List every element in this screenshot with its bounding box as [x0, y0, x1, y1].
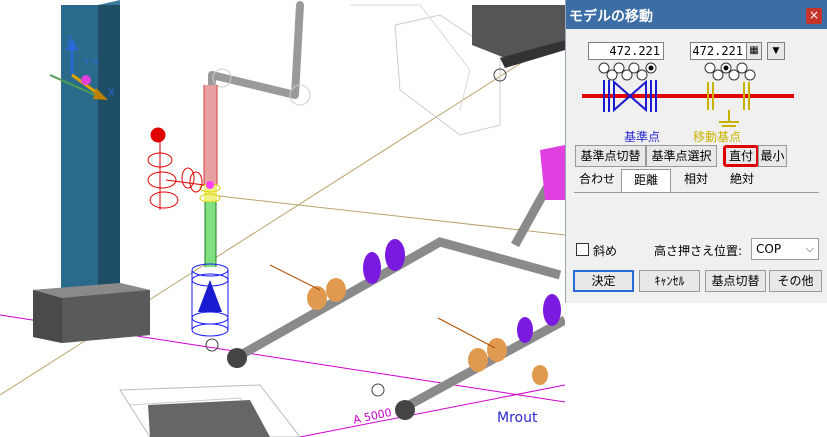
oblique-checkbox[interactable] [576, 243, 589, 256]
base-point-diagram[interactable] [574, 60, 814, 130]
tab-panel [574, 192, 819, 257]
close-icon[interactable]: × [806, 8, 822, 24]
chevron-down-icon[interactable]: ▼ [767, 42, 785, 60]
axis-z-label: Z [66, 35, 73, 46]
tab-relative[interactable]: 相対 [683, 172, 708, 186]
oblique-label: 斜め [593, 244, 618, 258]
move-point-radios[interactable] [704, 62, 756, 81]
move-base-point-label: 移動基点 [693, 130, 742, 144]
dialog-titlebar[interactable]: モデルの移動 × [566, 0, 827, 29]
cad-3d-viewport[interactable]: Z Y N X A 5000 Mrout [0, 0, 565, 437]
height-position-value: COP [756, 242, 782, 256]
mrout-annotation: Mrout [497, 410, 538, 426]
base-point-radios[interactable] [598, 62, 657, 81]
base-point-value-field[interactable]: 472.221 [588, 42, 664, 60]
move-point-value-field[interactable]: 472.221 [690, 42, 747, 60]
dialog-title: モデルの移動 [569, 9, 653, 25]
tab-distance[interactable]: 距離 [621, 169, 671, 193]
base-point-toggle-button[interactable]: 基点切替 [705, 270, 766, 292]
height-position-select[interactable]: COP ⌵ [751, 238, 819, 260]
axis-y-label: Y N [84, 58, 100, 68]
chevron-down-icon: ⌵ [805, 242, 814, 255]
move-model-dialog: モデルの移動 × 472.221 472.221 ▦ ▼ [565, 0, 827, 303]
tab-absolute[interactable]: 絶対 [729, 172, 754, 186]
base-point-label: 基準点 [624, 130, 661, 144]
cad-scene[interactable] [0, 0, 565, 437]
move-fitting-symbol [707, 82, 750, 127]
tab-align[interactable]: 合わせ [578, 172, 615, 186]
direct-attach-button[interactable]: 直付 [723, 145, 759, 167]
select-base-point-button[interactable]: 基準点選択 [646, 145, 717, 167]
minimize-button[interactable]: 最小 [758, 145, 787, 167]
other-button[interactable]: その他 [769, 270, 822, 292]
height-position-label: 高さ押さえ位置: [654, 244, 743, 258]
ok-button[interactable]: 決定 [573, 270, 634, 292]
axis-x-label: X [108, 88, 115, 99]
toggle-base-point-button[interactable]: 基準点切替 [575, 145, 646, 167]
calculator-icon[interactable]: ▦ [746, 42, 762, 60]
valve-symbol [603, 79, 657, 113]
cancel-button[interactable]: ｷｬﾝｾﾙ [639, 270, 700, 292]
